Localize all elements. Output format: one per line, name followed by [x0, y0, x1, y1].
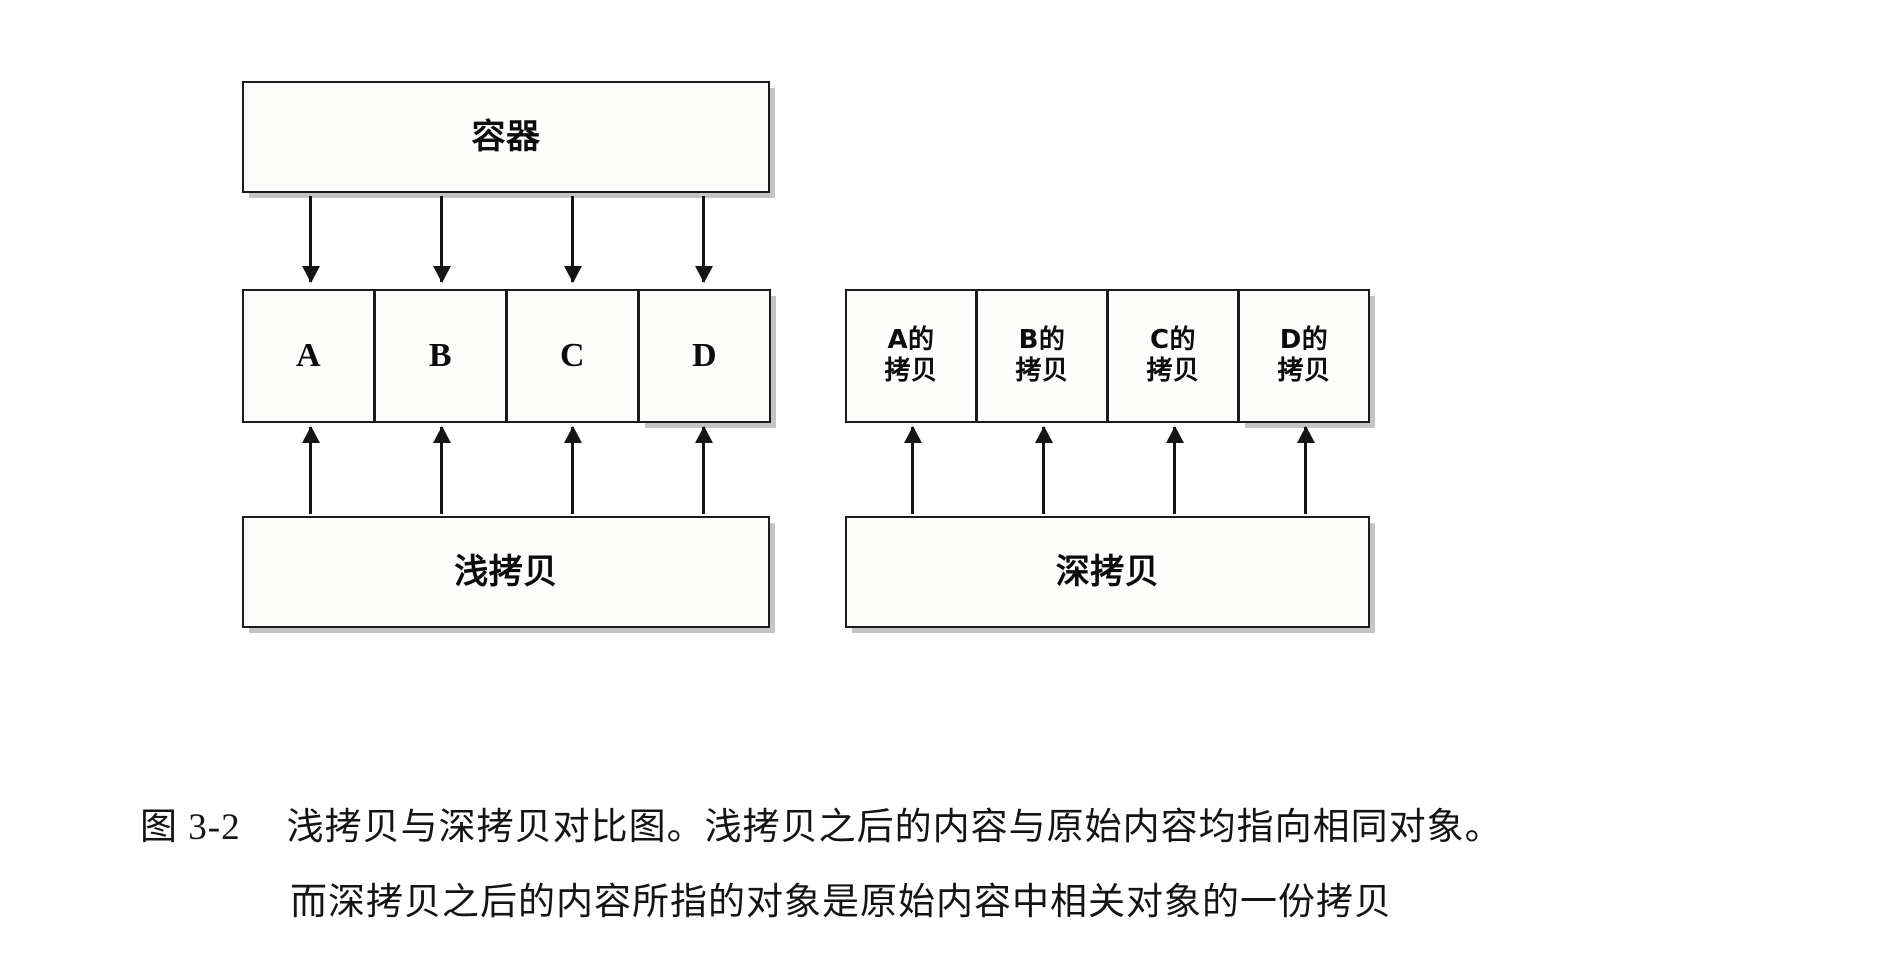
arrow-down-to-a [301, 196, 320, 283]
caption-text-2: 而深拷贝之后的内容所指的对象是原始内容中相关对象的一份拷贝 [290, 880, 1392, 923]
deep-copy-box: 深拷贝 [845, 516, 1370, 628]
element-cell-c: C [506, 289, 639, 423]
copy-cell-c-line1: C的 [1149, 325, 1197, 356]
arrowhead-up-icon [1296, 426, 1315, 443]
copy-cell-c-line2: 拷贝 [1146, 356, 1200, 386]
arrowhead-up-icon [432, 426, 451, 443]
arrow-up-from-deep-to-b [1034, 426, 1053, 514]
arrow-down-to-b [432, 196, 451, 283]
arrowhead-up-icon [1165, 426, 1184, 443]
caption-line-1: 图 3-2 浅拷贝与深拷贝对比图。浅拷贝之后的内容与原始内容均指向相同对象。 [0, 790, 1880, 865]
arrowhead-down-icon [301, 266, 320, 283]
arrowhead-up-icon [903, 426, 922, 443]
arrowhead-up-icon [563, 426, 582, 443]
arrow-down-to-c [563, 196, 582, 283]
arrowhead-up-icon [694, 426, 713, 443]
arrow-up-from-shallow-to-b [432, 426, 451, 514]
copy-cell-a-line2: 拷贝 [884, 356, 938, 386]
arrow-up-from-shallow-to-a [301, 426, 320, 514]
container-box: 容器 [242, 81, 770, 193]
figure-number: 图 3-2 [140, 807, 241, 848]
arrow-up-from-shallow-to-c [563, 426, 582, 514]
copy-cell-b: B的 拷贝 [976, 289, 1108, 423]
figure-caption: 图 3-2 浅拷贝与深拷贝对比图。浅拷贝之后的内容与原始内容均指向相同对象。 而… [0, 790, 1880, 939]
copy-cell-c: C的 拷贝 [1107, 289, 1239, 423]
copy-cell-b-line1: B的 [1018, 325, 1066, 356]
copy-cell-a-line1: A的 [887, 325, 935, 356]
copy-cell-b-line2: 拷贝 [1015, 356, 1069, 386]
caption-text-1: 浅拷贝与深拷贝对比图。浅拷贝之后的内容与原始内容均指向相同对象。 [286, 805, 1503, 848]
copy-cell-a: A的 拷贝 [845, 289, 977, 423]
caption-line-2: 而深拷贝之后的内容所指的对象是原始内容中相关对象的一份拷贝 [0, 865, 1880, 939]
element-cell-b: B [374, 289, 507, 423]
arrowhead-up-icon [301, 426, 320, 443]
arrow-up-from-deep-to-c [1165, 426, 1184, 514]
arrowhead-up-icon [1034, 426, 1053, 443]
arrow-up-from-deep-to-d [1296, 426, 1315, 514]
copy-cell-d: D的 拷贝 [1238, 289, 1370, 423]
shallow-copy-box: 浅拷贝 [242, 516, 770, 628]
arrowhead-down-icon [432, 266, 451, 283]
copy-cell-d-line2: 拷贝 [1277, 356, 1331, 386]
element-cell-d: D [638, 289, 771, 423]
arrow-up-from-deep-to-a [903, 426, 922, 514]
arrow-down-to-d [694, 196, 713, 283]
copy-cell-d-line1: D的 [1279, 325, 1329, 356]
arrowhead-down-icon [563, 266, 582, 283]
arrowhead-down-icon [694, 266, 713, 283]
arrow-up-from-shallow-to-d [694, 426, 713, 514]
element-cell-a: A [242, 289, 375, 423]
